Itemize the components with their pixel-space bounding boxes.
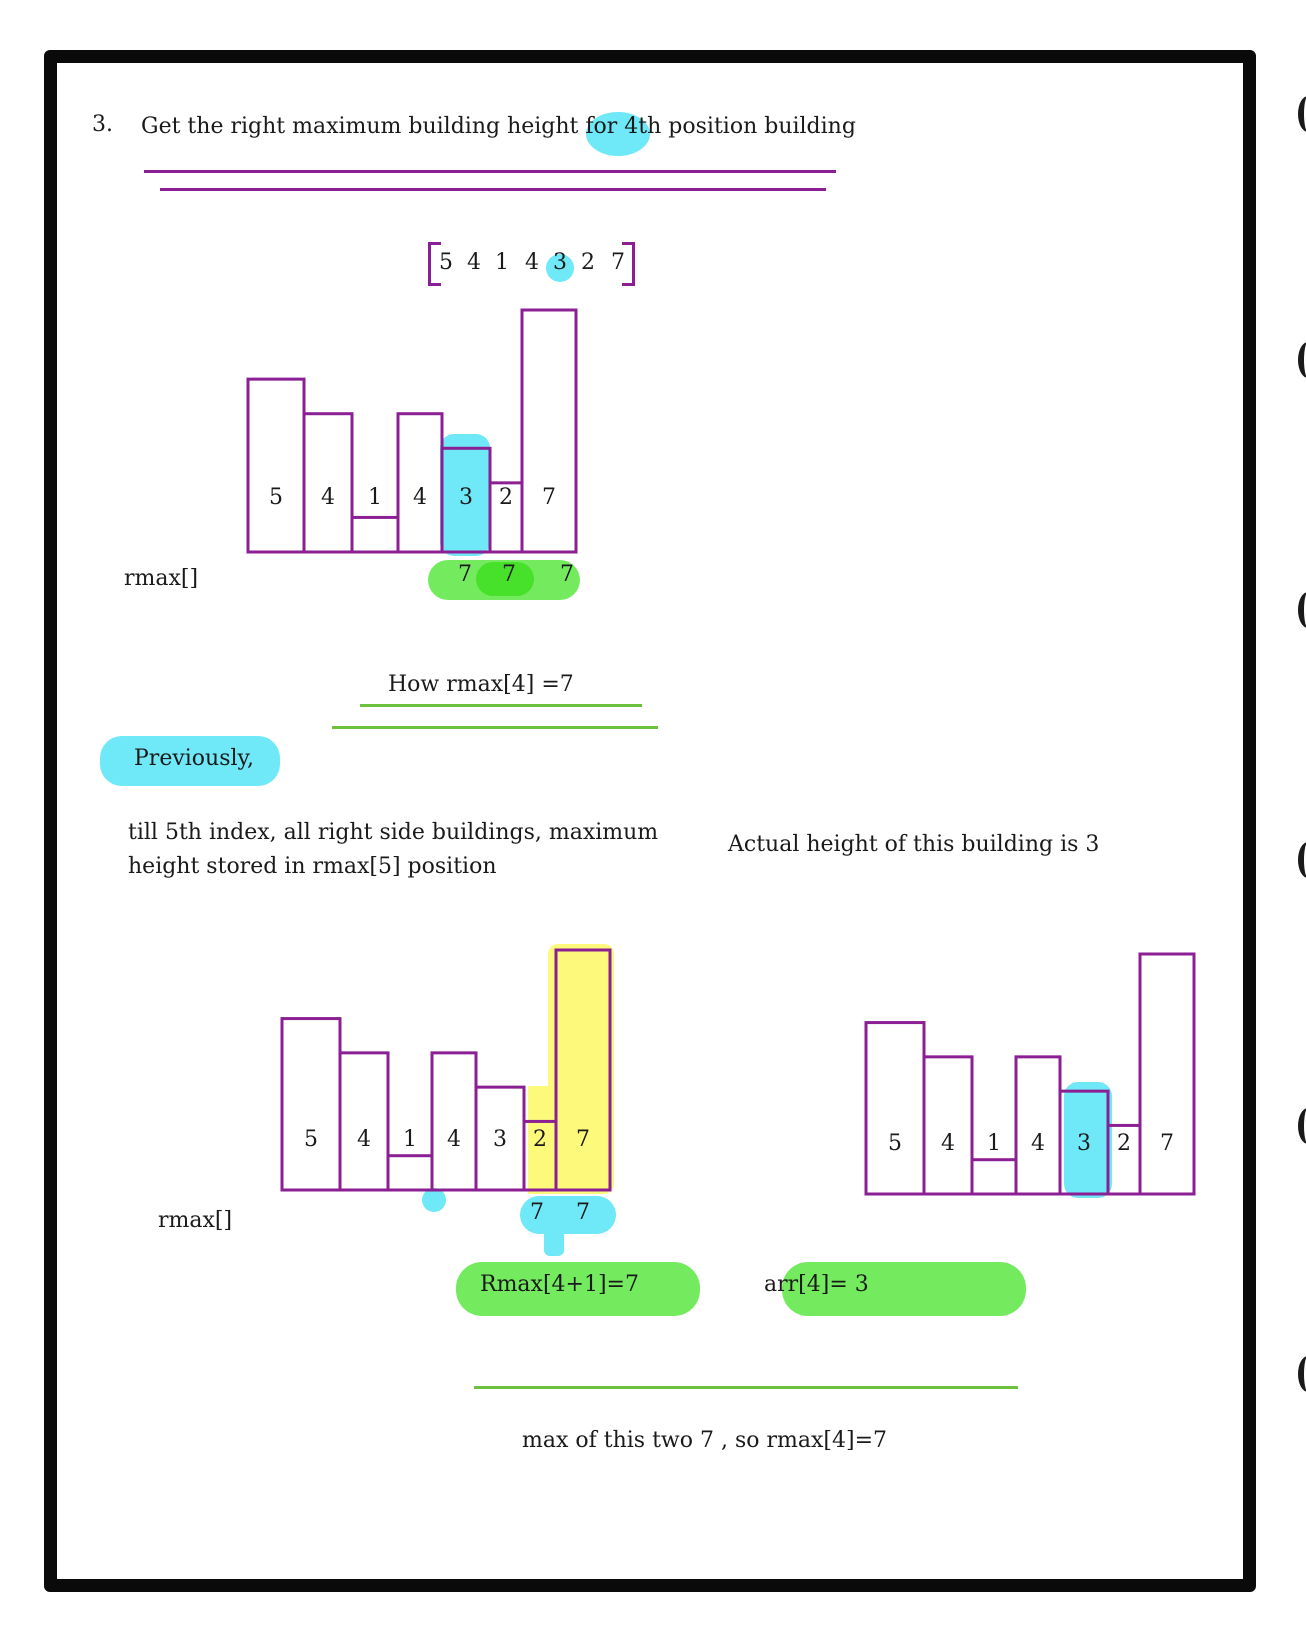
building [554, 948, 612, 1192]
edge-mark [1298, 342, 1306, 378]
building-label: 2 [533, 1127, 547, 1152]
building [280, 1017, 342, 1192]
explanation-right: Actual height of this building is 3 [728, 832, 1100, 857]
heading-underline-2 [160, 188, 826, 191]
heading-underline [144, 170, 836, 173]
building-label: 4 [1031, 1131, 1045, 1156]
building-label: 4 [413, 485, 427, 510]
explanation-line-2: height stored in rmax[5] position [128, 854, 497, 879]
building [350, 515, 400, 554]
building-label: 7 [576, 1127, 590, 1152]
previously-text: Previously, [134, 746, 255, 771]
rmax-formula-highlight [456, 1262, 700, 1316]
array-value: 4 [525, 250, 539, 275]
bottom-rmax-label: rmax[] [158, 1208, 233, 1233]
building [386, 1154, 434, 1192]
top-rmax-label: rmax[] [124, 566, 199, 591]
left-bracket [428, 242, 441, 286]
previously-highlight [100, 736, 280, 786]
building-label: 1 [987, 1131, 1001, 1156]
building-label: 5 [888, 1131, 902, 1156]
question-underline [360, 704, 642, 707]
top-highlight-current [440, 434, 490, 556]
building [970, 1158, 1018, 1196]
building-label: 3 [493, 1127, 507, 1152]
building-label: 3 [459, 485, 473, 510]
rmax-value: 7 [530, 1200, 544, 1225]
array-value: 4 [467, 250, 481, 275]
rmax-value: 7 [502, 562, 516, 587]
array-value: 5 [439, 250, 453, 275]
arr-formula-highlight [782, 1262, 1026, 1316]
heading-number: 3. [92, 112, 113, 137]
question-text: How rmax[4] =7 [388, 672, 574, 697]
building-label: 3 [1077, 1131, 1091, 1156]
rmax-value: 7 [560, 562, 574, 587]
building [396, 412, 444, 554]
bottom-left-buildings: 5 4 1 4 3 2 7 [280, 948, 612, 1192]
building-label: 2 [499, 485, 513, 510]
building [520, 308, 578, 554]
edge-mark [1298, 96, 1306, 132]
edge-mark [1298, 1108, 1306, 1144]
question-underline-2 [332, 726, 658, 729]
building [864, 1021, 926, 1196]
building-label: 4 [447, 1127, 461, 1152]
rmax-value: 7 [458, 562, 472, 587]
building-label: 7 [542, 485, 556, 510]
top-buildings: 5 4 1 4 3 2 7 [246, 308, 578, 554]
right-bracket [622, 242, 635, 286]
edge-mark [1298, 592, 1306, 628]
edge-mark [1298, 1356, 1306, 1392]
building-label: 4 [321, 485, 335, 510]
building [302, 412, 354, 554]
arr-formula: arr[4]= 3 [764, 1272, 869, 1297]
building [1138, 952, 1196, 1196]
building-label: 4 [357, 1127, 371, 1152]
array-value: 1 [495, 250, 509, 275]
building [430, 1051, 478, 1192]
bottom-left-rmax-highlight-2 [544, 1210, 564, 1256]
building-label: 1 [403, 1127, 417, 1152]
conclusion-rule [474, 1386, 1018, 1389]
array-value: 2 [581, 250, 595, 275]
building [922, 1055, 974, 1196]
page-frame [44, 50, 1256, 1592]
heading-text: Get the right maximum building height fo… [141, 114, 856, 139]
building-label: 7 [1160, 1131, 1174, 1156]
array-value: 3 [553, 250, 567, 275]
bottom-right-buildings: 5 4 1 4 3 2 7 [864, 952, 1196, 1196]
building [1014, 1055, 1062, 1196]
building-label: 5 [269, 485, 283, 510]
array-highlight [546, 254, 574, 282]
explanation-line-1: till 5th index, all right side buildings… [128, 820, 659, 845]
building-label: 4 [941, 1131, 955, 1156]
rmax-formula: Rmax[4+1]=7 [480, 1272, 639, 1297]
heading-highlight [586, 112, 650, 156]
bottom-left-rmax-highlight [520, 1196, 616, 1234]
bottom-right-highlight-current [1064, 1082, 1112, 1198]
building-label: 5 [304, 1127, 318, 1152]
array-value: 7 [611, 250, 625, 275]
conclusion-text: max of this two 7 , so rmax[4]=7 [522, 1428, 887, 1453]
top-rmax-dark-highlight [476, 562, 534, 596]
building [246, 377, 306, 554]
bottom-left-dot [422, 1188, 446, 1212]
building-label: 1 [368, 485, 382, 510]
rmax-value: 7 [576, 1200, 590, 1225]
edge-mark [1298, 842, 1306, 878]
building-label: 2 [1117, 1131, 1131, 1156]
building [338, 1051, 390, 1192]
